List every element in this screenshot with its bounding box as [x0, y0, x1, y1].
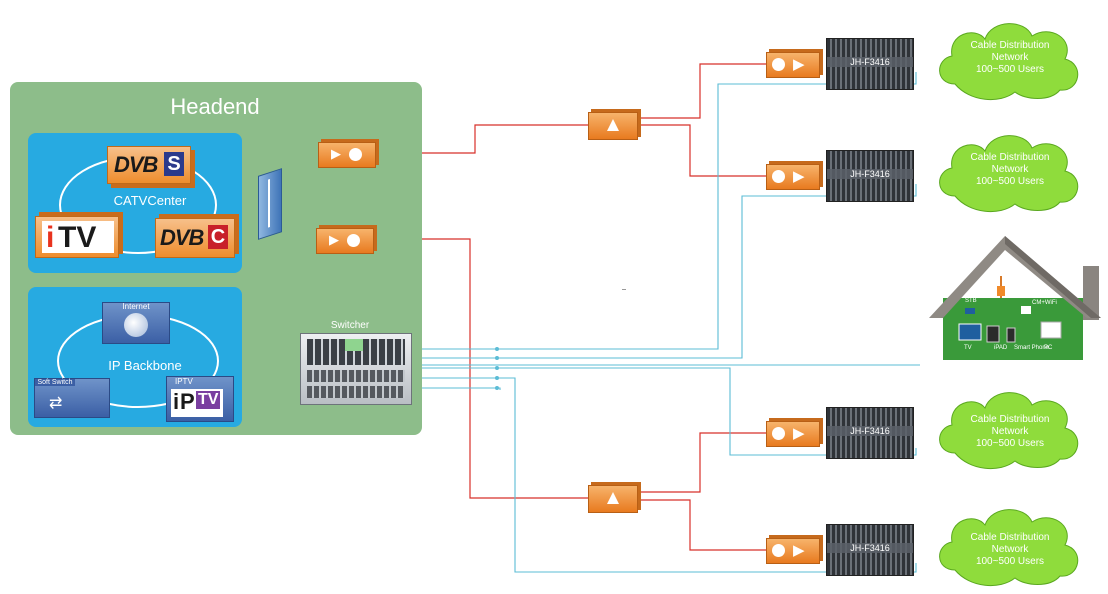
cloud-line2: Network	[991, 52, 1029, 63]
cloud-2-text: Cable Distribution Network 100~500 Users	[955, 152, 1065, 188]
arrow-right-icon: ⇄	[49, 395, 63, 412]
house-device-tv: TV	[964, 345, 972, 351]
fiber-splitter2-to-tx3	[636, 432, 766, 493]
cloud-4-text: Cable Distribution Network 100~500 Users	[955, 532, 1065, 568]
internet-cube: Internet	[102, 302, 170, 344]
stray-mark	[622, 289, 626, 290]
optical-splitter-2	[588, 485, 638, 513]
cloud-line1: Cable Distribution	[970, 414, 1050, 425]
cloud-shape-2	[939, 135, 1079, 213]
cloud-shape-3	[939, 392, 1079, 470]
iptv-logo-i: i	[173, 389, 180, 414]
cloud-line3: 100~500 Users	[975, 556, 1045, 567]
switcher-label: Switcher	[330, 320, 370, 331]
house-device-phone: Smart Phone	[1014, 345, 1050, 351]
dvbc-box: DVB C	[155, 218, 235, 258]
fiber-splitter2-to-tx4	[636, 499, 766, 551]
return-line-2	[410, 184, 917, 359]
play-icon: ▶	[329, 232, 339, 247]
cloud-line2: Network	[991, 544, 1029, 555]
cloud-3-text: Cable Distribution Network 100~500 Users	[955, 414, 1065, 450]
receiver-icon	[772, 170, 785, 183]
soft-switch-label: Soft Switch	[35, 379, 75, 386]
optical-splitter-1	[588, 112, 638, 140]
cloud-line2: Network	[991, 164, 1029, 175]
return-line-1	[410, 72, 917, 350]
iptv-logo-tv: TV	[196, 391, 221, 409]
house-device-pc: PC	[1044, 345, 1053, 351]
receiver-icon	[772, 427, 785, 440]
house-stb-label: STB	[965, 298, 977, 304]
fiber-splitter1-to-tx1	[636, 63, 766, 119]
node-model-label: JH-F3416	[827, 426, 913, 436]
cloud-line3: 100~500 Users	[975, 438, 1045, 449]
cloud-shape-1	[939, 23, 1079, 101]
play-icon: ▶	[793, 56, 805, 73]
combiner-device	[258, 168, 282, 240]
play-icon: ▶	[793, 542, 805, 559]
dvbs-box: DVB S	[107, 146, 191, 184]
optical-transmitter-1: ▶	[318, 142, 376, 168]
internet-label: Internet	[122, 302, 150, 311]
cloud-line1: Cable Distribution	[970, 40, 1050, 51]
fiber-splitter1-to-tx2	[636, 124, 766, 177]
itv-logo-tv: TV	[58, 221, 97, 254]
node-model-label: JH-F3416	[827, 169, 913, 179]
dvbc-logo-text: DVB	[160, 225, 204, 250]
cloud-line3: 100~500 Users	[975, 176, 1045, 187]
optical-node-2: JH-F3416	[826, 150, 914, 202]
optical-receiver-4: ▶	[766, 538, 820, 564]
play-icon: ▶	[793, 425, 805, 442]
ip-backbone-label: IP Backbone	[108, 358, 182, 373]
dvbs-logo-text: DVB	[114, 152, 158, 177]
play-icon: ▶	[331, 146, 341, 161]
house-wifi-label: CM+WiFi	[1032, 300, 1057, 306]
node-model-label: JH-F3416	[827, 57, 913, 67]
house	[929, 236, 1101, 360]
optical-receiver-1: ▶	[766, 52, 820, 78]
headend-title: Headend	[170, 94, 260, 119]
play-icon: ▶	[793, 168, 805, 185]
cloud-shape-4	[939, 509, 1079, 587]
laser-icon	[349, 148, 362, 161]
receiver-icon	[772, 544, 785, 557]
iptv-box: IPTV i P TV	[166, 376, 234, 422]
return-line-5	[410, 387, 501, 390]
fiber-tx1-to-splitter1	[380, 124, 588, 154]
cloud-1-text: Cable Distribution Network 100~500 Users	[955, 40, 1065, 76]
node-model-label: JH-F3416	[827, 543, 913, 553]
optical-node-3: JH-F3416	[826, 407, 914, 459]
cloud-line1: Cable Distribution	[970, 532, 1050, 543]
optical-receiver-2: ▶	[766, 164, 820, 190]
switcher-device	[300, 333, 412, 405]
receiver-icon	[772, 58, 785, 71]
catv-center-label: CATVCenter	[113, 193, 187, 208]
dvbc-logo-badge: C	[208, 225, 228, 249]
optical-node-4: JH-F3416	[826, 524, 914, 576]
return-line-3	[410, 367, 917, 456]
cloud-line3: 100~500 Users	[975, 64, 1045, 75]
itv-box: i TV	[35, 216, 119, 258]
laser-icon	[347, 234, 360, 247]
iptv-label: IPTV	[175, 377, 193, 386]
optical-receiver-3: ▶	[766, 421, 820, 447]
globe-icon	[124, 313, 148, 337]
soft-switch-box: Soft Switch ⇄	[34, 378, 110, 418]
dvbs-logo-badge: S	[164, 152, 184, 176]
splitter-icon	[607, 492, 619, 504]
cloud-line1: Cable Distribution	[970, 152, 1050, 163]
optical-node-1: JH-F3416	[826, 38, 914, 90]
iptv-logo-p: P	[180, 389, 195, 414]
return-line-4	[410, 377, 917, 573]
cloud-line2: Network	[991, 426, 1029, 437]
splitter-icon	[607, 119, 619, 131]
house-device-ipad: iPAD	[994, 345, 1008, 351]
itv-logo-i: i	[46, 221, 55, 254]
optical-transmitter-2: ▶	[316, 228, 374, 254]
